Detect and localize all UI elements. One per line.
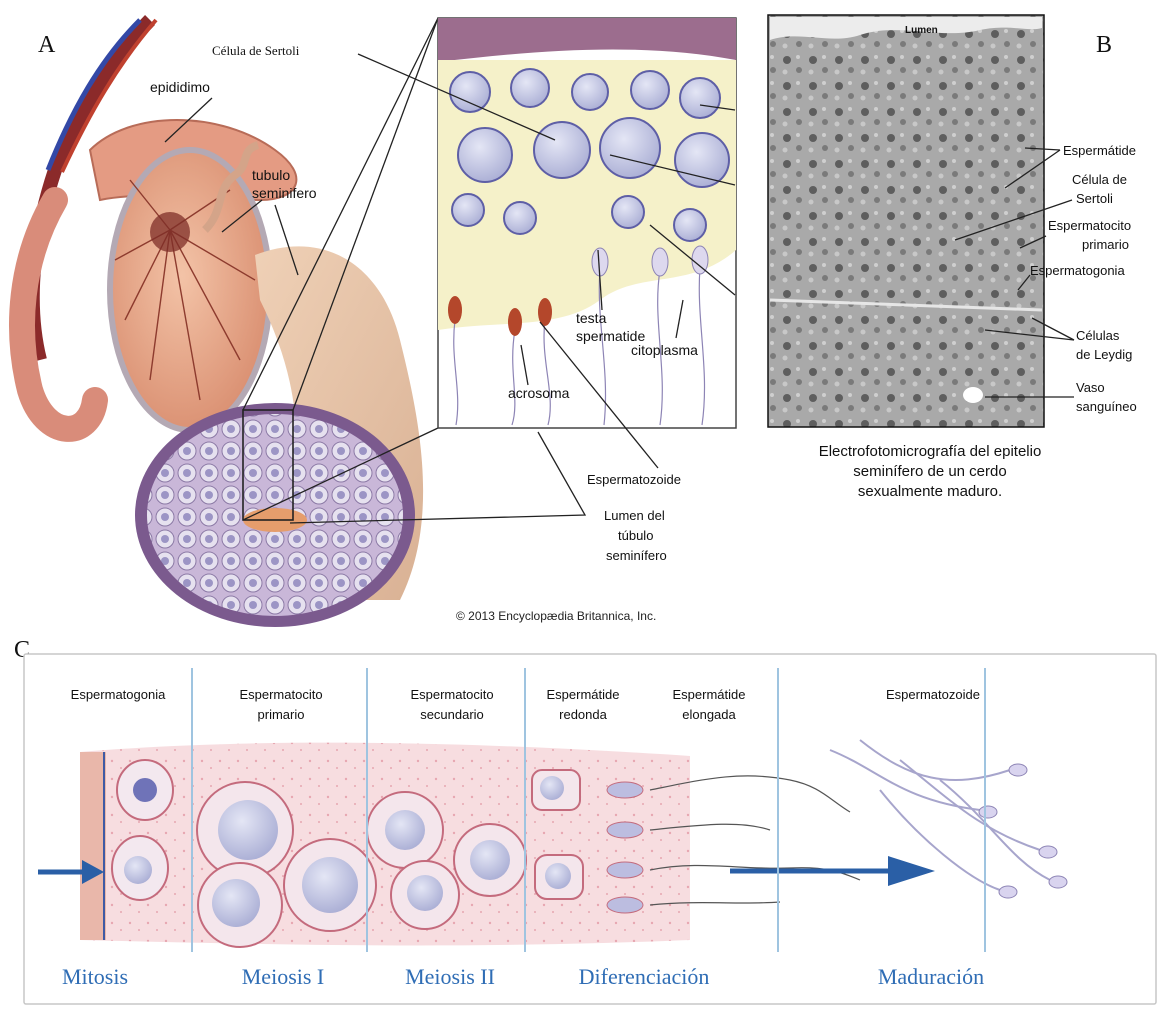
stage-espermatocito-secundario-1: Espermatocito <box>410 687 493 702</box>
stage-espermatide-redonda-1: Espermátide <box>547 687 620 702</box>
label-lumen-1: Lumen del <box>604 508 665 523</box>
phase-mitosis: Mitosis <box>62 964 128 989</box>
label-sertoli: Sertoli <box>1076 191 1113 206</box>
label-epididimo: epididimo <box>150 79 210 95</box>
label-espermatocito: Espermatocito <box>1048 218 1131 233</box>
label-primario: primario <box>1082 237 1129 252</box>
label-acrosoma: acrosoma <box>508 385 570 401</box>
panel-c: C <box>14 637 1156 1004</box>
label-celulas: Células <box>1076 328 1120 343</box>
panel-a: A Célula de Sertoli epididimo tubulo sem… <box>8 6 738 636</box>
caption-line-3: sexualmente maduro. <box>858 483 1002 500</box>
label-lumen-3: seminífero <box>606 548 667 563</box>
phase-maduracion: Maduración <box>878 964 984 989</box>
blood-vessel-lumen <box>963 387 983 403</box>
label-tubulo-1: tubulo <box>252 167 290 183</box>
label-espermatogonia: Espermatogonia <box>1030 263 1125 278</box>
label-celula-de: Célula de <box>1072 172 1127 187</box>
caption-line-2: seminífero de un cerdo <box>853 463 1006 480</box>
stage-espermatocito-secundario-2: secundario <box>420 707 484 722</box>
label-celula-de-sertoli: Célula de Sertoli <box>212 43 300 58</box>
phase-meiosis-ii: Meiosis II <box>405 964 495 989</box>
micrograph-lumen-label: Lumen <box>905 25 938 36</box>
magnified-epithelium <box>438 18 736 428</box>
label-espermatozoide: Espermatozoide <box>587 472 681 487</box>
stage-espermatide-redonda-2: redonda <box>559 707 607 722</box>
panel-letter-a: A <box>38 32 56 58</box>
label-tubulo-2: seminifero <box>252 185 317 201</box>
label-de-leydig: de Leydig <box>1076 347 1132 362</box>
micrograph <box>768 15 1044 427</box>
label-sanguineo: sanguíneo <box>1076 399 1137 414</box>
rete-testis <box>150 212 190 252</box>
copyright-notice: © 2013 Encyclopædia Britannica, Inc. <box>456 609 656 623</box>
label-espermatide: Espermátide <box>1063 143 1136 158</box>
stage-espermatide-elongada-2: elongada <box>682 707 736 722</box>
label-vaso: Vaso <box>1076 380 1105 395</box>
stage-espermatogonia: Espermatogonia <box>71 687 166 702</box>
phase-diferenciacion: Diferenciación <box>579 964 710 989</box>
phase-meiosis-i: Meiosis I <box>242 964 325 989</box>
panel-b: Lumen B Espermátide Célula de Sertoli Es… <box>768 15 1137 500</box>
stage-espermatocito-primario-2: primario <box>258 707 305 722</box>
label-lumen-2: túbulo <box>618 528 653 543</box>
panel-letter-b: B <box>1096 32 1112 58</box>
testis <box>110 150 270 430</box>
label-testa: testa <box>576 310 607 326</box>
label-citoplasma: citoplasma <box>631 342 698 358</box>
caption-line-1: Electrofotomicrografía del epitelio <box>819 443 1042 460</box>
basement-layer <box>80 752 106 940</box>
stage-espermatozoide: Espermatozoide <box>886 687 980 702</box>
stage-espermatocito-primario-1: Espermatocito <box>239 687 322 702</box>
stage-espermatide-elongada-1: Espermátide <box>673 687 746 702</box>
